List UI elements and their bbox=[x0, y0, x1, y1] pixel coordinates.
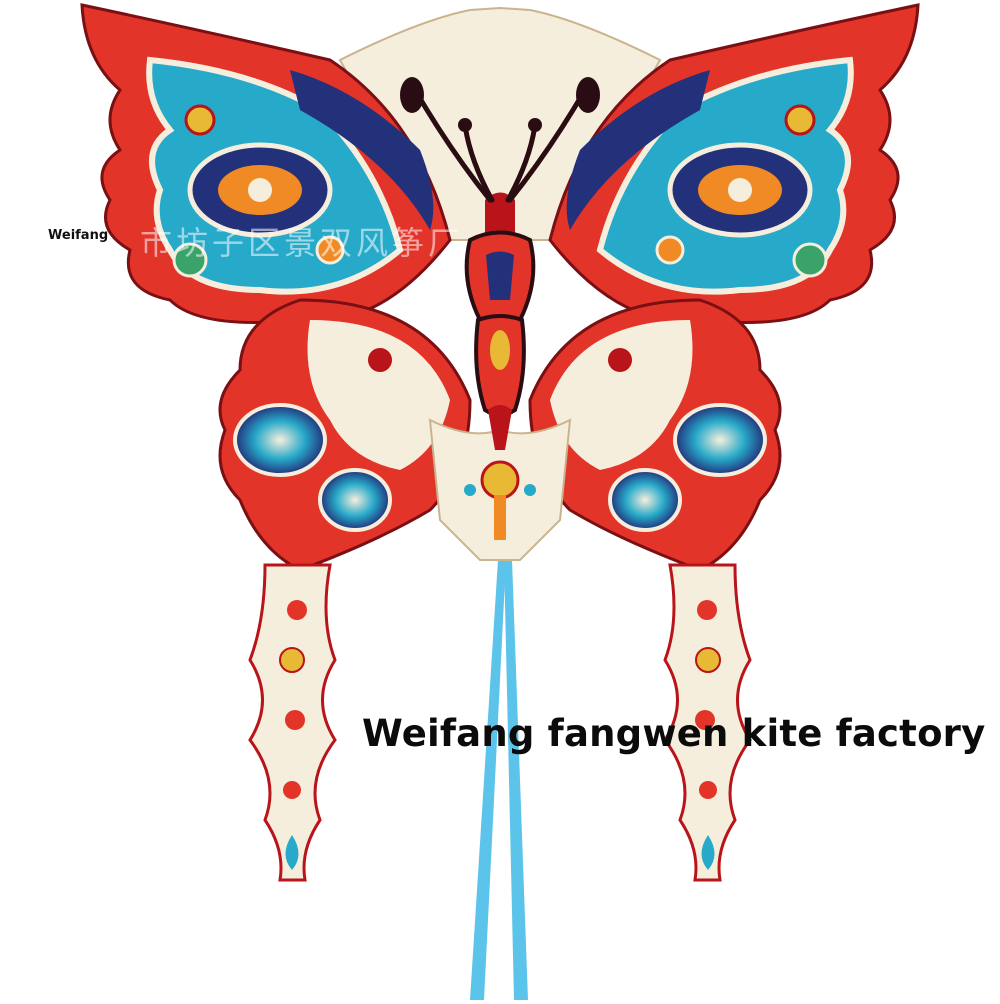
faint-watermark-text: 市坊子区景双风筝厂 bbox=[140, 224, 465, 262]
left-string bbox=[470, 560, 506, 1000]
right-tail bbox=[663, 563, 752, 882]
right-upper-wing bbox=[548, 3, 920, 324]
left-upper-wing bbox=[80, 3, 452, 324]
right-string bbox=[504, 560, 528, 1000]
kite-strings bbox=[470, 560, 528, 1000]
left-tail bbox=[248, 563, 337, 882]
antenna-tips bbox=[400, 77, 600, 132]
center-ornament bbox=[464, 460, 536, 540]
watermark-label-small: Weifang bbox=[48, 228, 109, 243]
right-lower-wing bbox=[528, 298, 782, 572]
watermark-label-large: Weifang fangwen kite factory bbox=[362, 712, 986, 755]
butterfly-body bbox=[464, 192, 536, 450]
